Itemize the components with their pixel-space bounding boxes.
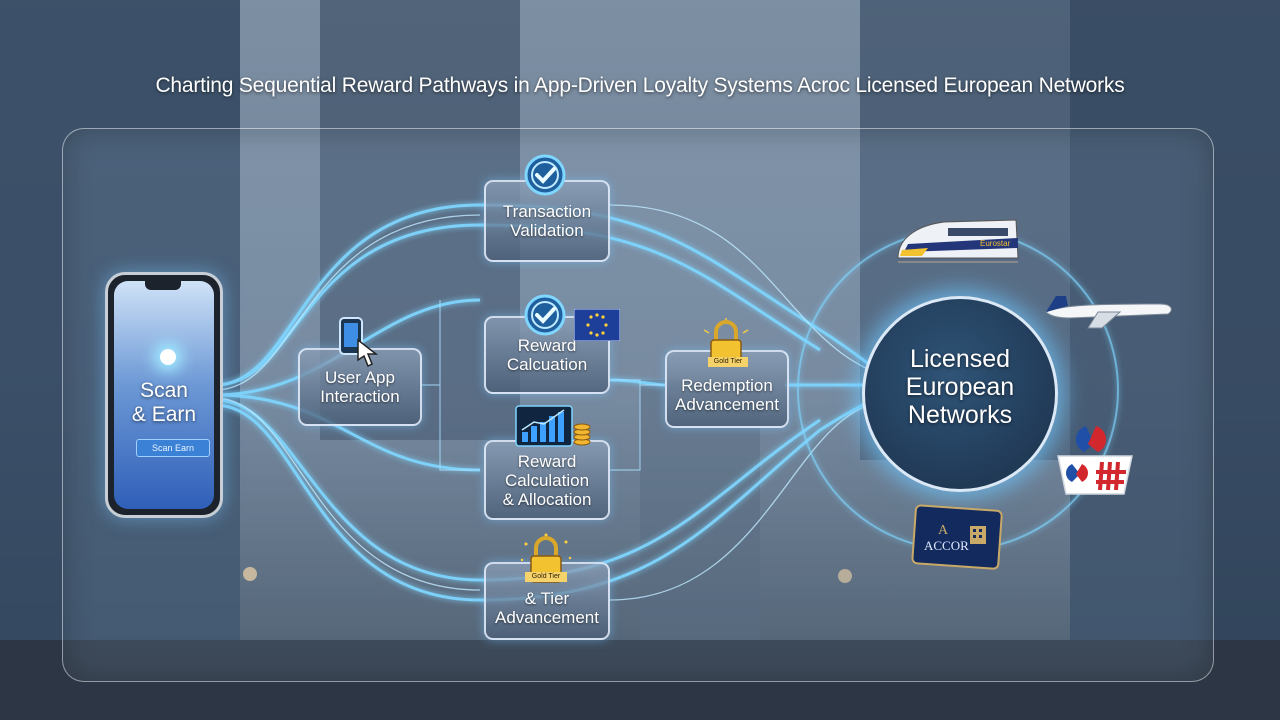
phone-mockup: Scan & Earn Scan Earn	[105, 272, 223, 518]
node-redemption-advancement: Redemption Advancement	[665, 350, 789, 428]
scan-glow-icon	[160, 349, 176, 365]
svg-text:Eurostar: Eurostar	[980, 239, 1011, 248]
check-badge-icon	[524, 294, 566, 336]
node-reward-allocation: Reward Calculation & Allocation	[484, 440, 610, 520]
hotel-card-icon: ACCOR A	[911, 504, 1003, 570]
scan-earn-button[interactable]: Scan Earn	[136, 439, 210, 457]
svg-text:ACCOR: ACCOR	[924, 538, 969, 553]
lock-tag-redemption: Gold Tier	[708, 357, 748, 367]
svg-text:A: A	[938, 523, 949, 538]
node-user-app-interaction: User App Interaction	[298, 348, 422, 426]
train-icon: Eurostar	[897, 219, 1019, 263]
phone-screen: Scan & Earn Scan Earn	[114, 281, 214, 509]
check-badge-icon	[524, 154, 566, 196]
phone-notch	[145, 281, 181, 290]
licensed-european-networks-hub: Licensed European Networks	[862, 296, 1058, 492]
shopping-basket-icon	[1057, 426, 1133, 495]
diagram-title: Charting Sequential Reward Pathways in A…	[155, 74, 1125, 97]
eu-flag-icon	[574, 309, 620, 341]
lock-tag-tier: Gold Tier	[525, 572, 567, 582]
bar-chart-coins-icon	[515, 405, 591, 447]
scan-earn-label: Scan & Earn	[131, 379, 197, 426]
phone-tap-icon	[339, 317, 379, 368]
airplane-icon	[1045, 296, 1172, 329]
